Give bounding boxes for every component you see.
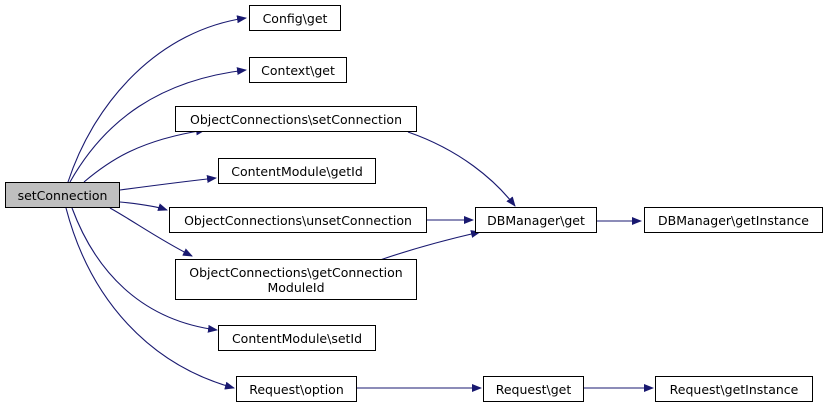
node-config-get-label: Config\get bbox=[262, 10, 328, 26]
edge-setconnection-oc-unset bbox=[119, 201, 168, 211]
node-oc-getconnectionmoduleid-line2: ModuleId bbox=[267, 279, 325, 295]
edge-setconnection-context-get bbox=[69, 67, 247, 183]
edge-setconnection-cm-getid bbox=[119, 175, 217, 191]
node-dbmanager-get-label: DBManager\get bbox=[487, 212, 585, 228]
edge-setconnection-oc-getmodule bbox=[109, 207, 193, 257]
edge-oc-getmodule-dbm-get bbox=[379, 230, 481, 261]
edge-setconnection-cm-setid bbox=[71, 207, 218, 333]
node-cm-setid-label: ContentModule\setId bbox=[231, 330, 363, 346]
node-request-getinstance-label: Request\getInstance bbox=[669, 381, 799, 397]
node-oc-setconnection[interactable]: ObjectConnections\setConnection bbox=[175, 106, 417, 132]
node-oc-unsetconnection[interactable]: ObjectConnections\unsetConnection bbox=[169, 207, 427, 233]
node-request-option-label: Request\option bbox=[249, 381, 344, 397]
node-request-get-label: Request\get bbox=[495, 381, 572, 397]
node-oc-getconnectionmoduleid-text: ObjectConnections\getConnection ModuleId bbox=[189, 265, 402, 295]
node-cm-getid[interactable]: ContentModule\getId bbox=[218, 158, 376, 184]
node-cm-setid[interactable]: ContentModule\setId bbox=[218, 325, 376, 351]
node-request-getinstance[interactable]: Request\getInstance bbox=[655, 376, 813, 402]
node-request-get[interactable]: Request\get bbox=[483, 376, 584, 402]
node-context-get[interactable]: Context\get bbox=[249, 57, 347, 83]
node-oc-getconnectionmoduleid[interactable]: ObjectConnections\getConnection ModuleId bbox=[175, 259, 417, 300]
node-dbmanager-getinstance-label: DBManager\getInstance bbox=[658, 212, 809, 228]
node-setconnection-label: setConnection bbox=[17, 187, 108, 203]
node-setconnection[interactable]: setConnection bbox=[5, 182, 120, 208]
edge-oc-setconnection-dbm-get bbox=[407, 131, 516, 207]
node-oc-getconnectionmoduleid-line1: ObjectConnections\getConnection bbox=[189, 264, 403, 280]
edge-setconnection-oc-setconnection bbox=[83, 127, 206, 183]
node-oc-setconnection-label: ObjectConnections\setConnection bbox=[190, 111, 402, 127]
node-dbmanager-getinstance[interactable]: DBManager\getInstance bbox=[644, 207, 823, 233]
node-dbmanager-get[interactable]: DBManager\get bbox=[475, 207, 597, 233]
node-config-get[interactable]: Config\get bbox=[249, 5, 341, 31]
node-request-option[interactable]: Request\option bbox=[236, 376, 357, 402]
node-context-get-label: Context\get bbox=[261, 62, 335, 78]
node-oc-unsetconnection-label: ObjectConnections\unsetConnection bbox=[184, 212, 412, 228]
edge-setconnection-req-option bbox=[65, 207, 235, 390]
edge-setconnection-config-get bbox=[67, 15, 247, 183]
node-cm-getid-label: ContentModule\getId bbox=[231, 163, 363, 179]
